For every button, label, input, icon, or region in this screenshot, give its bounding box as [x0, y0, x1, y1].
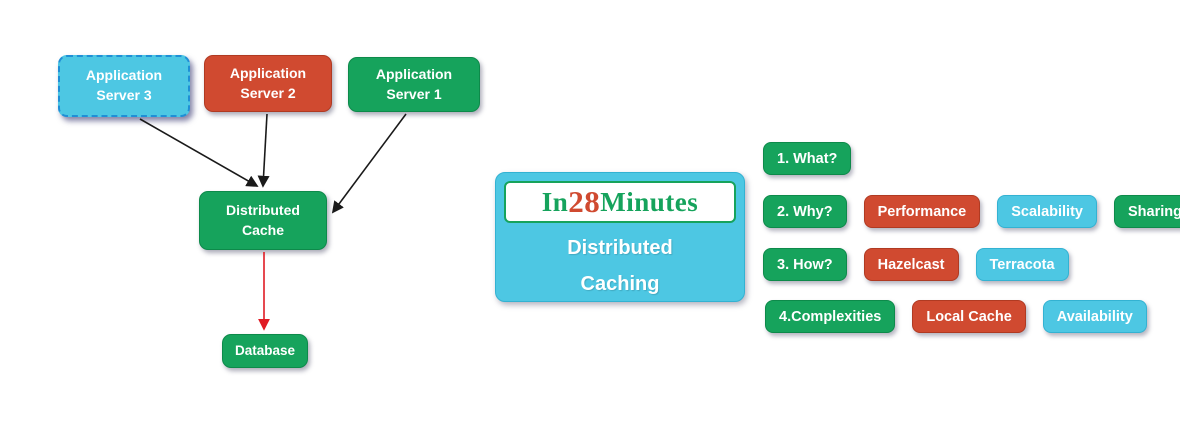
badge-what[interactable]: 1. What?: [763, 142, 852, 175]
node-application-server-2[interactable]: Application Server 2: [204, 55, 332, 112]
badge-why[interactable]: 2. Why?: [763, 195, 847, 228]
arrow-app-server-3-to-cache: [139, 118, 259, 187]
badge-hazelcast[interactable]: Hazelcast: [863, 248, 959, 281]
arrow-app-server-2-to-cache: [257, 113, 270, 188]
node-database[interactable]: Database: [222, 334, 308, 368]
node-label: Distributed Cache: [226, 201, 300, 238]
topic-row-1: 1. What?: [763, 142, 852, 175]
arrow-app-server-1-to-cache: [331, 113, 407, 214]
topic-row-4: 4.Complexities Local Cache Availability: [765, 300, 1147, 333]
card-title-line1: Distributed: [567, 237, 673, 259]
badge-availability[interactable]: Availability: [1042, 300, 1147, 333]
topic-row-2: 2. Why? Performance Scalability Sharing: [763, 195, 1180, 228]
node-label: Application Server 2: [229, 64, 307, 101]
logo-text-in: In: [541, 186, 569, 217]
badge-complexities[interactable]: 4.Complexities: [765, 300, 896, 333]
badge-performance[interactable]: Performance: [863, 195, 981, 228]
node-application-server-3[interactable]: Application Server 3: [58, 55, 190, 117]
badge-how[interactable]: 3. How?: [763, 248, 847, 281]
node-application-server-1[interactable]: Application Server 1: [348, 57, 480, 112]
node-distributed-cache[interactable]: Distributed Cache: [199, 191, 327, 250]
node-label: Application Server 3: [85, 67, 163, 103]
badge-local-cache[interactable]: Local Cache: [912, 300, 1026, 333]
card-title-line2: Caching: [580, 273, 660, 295]
badge-terracota[interactable]: Terracota: [975, 248, 1069, 281]
logo-text-28: 28: [568, 184, 601, 219]
badge-sharing[interactable]: Sharing: [1113, 195, 1180, 228]
badge-scalability[interactable]: Scalability: [997, 195, 1097, 228]
node-label: Database: [234, 342, 296, 358]
logo-text-minutes: Minutes: [600, 186, 699, 217]
node-label: Application Server 1: [375, 65, 453, 102]
topic-row-3: 3. How? Hazelcast Terracota: [763, 248, 1069, 281]
